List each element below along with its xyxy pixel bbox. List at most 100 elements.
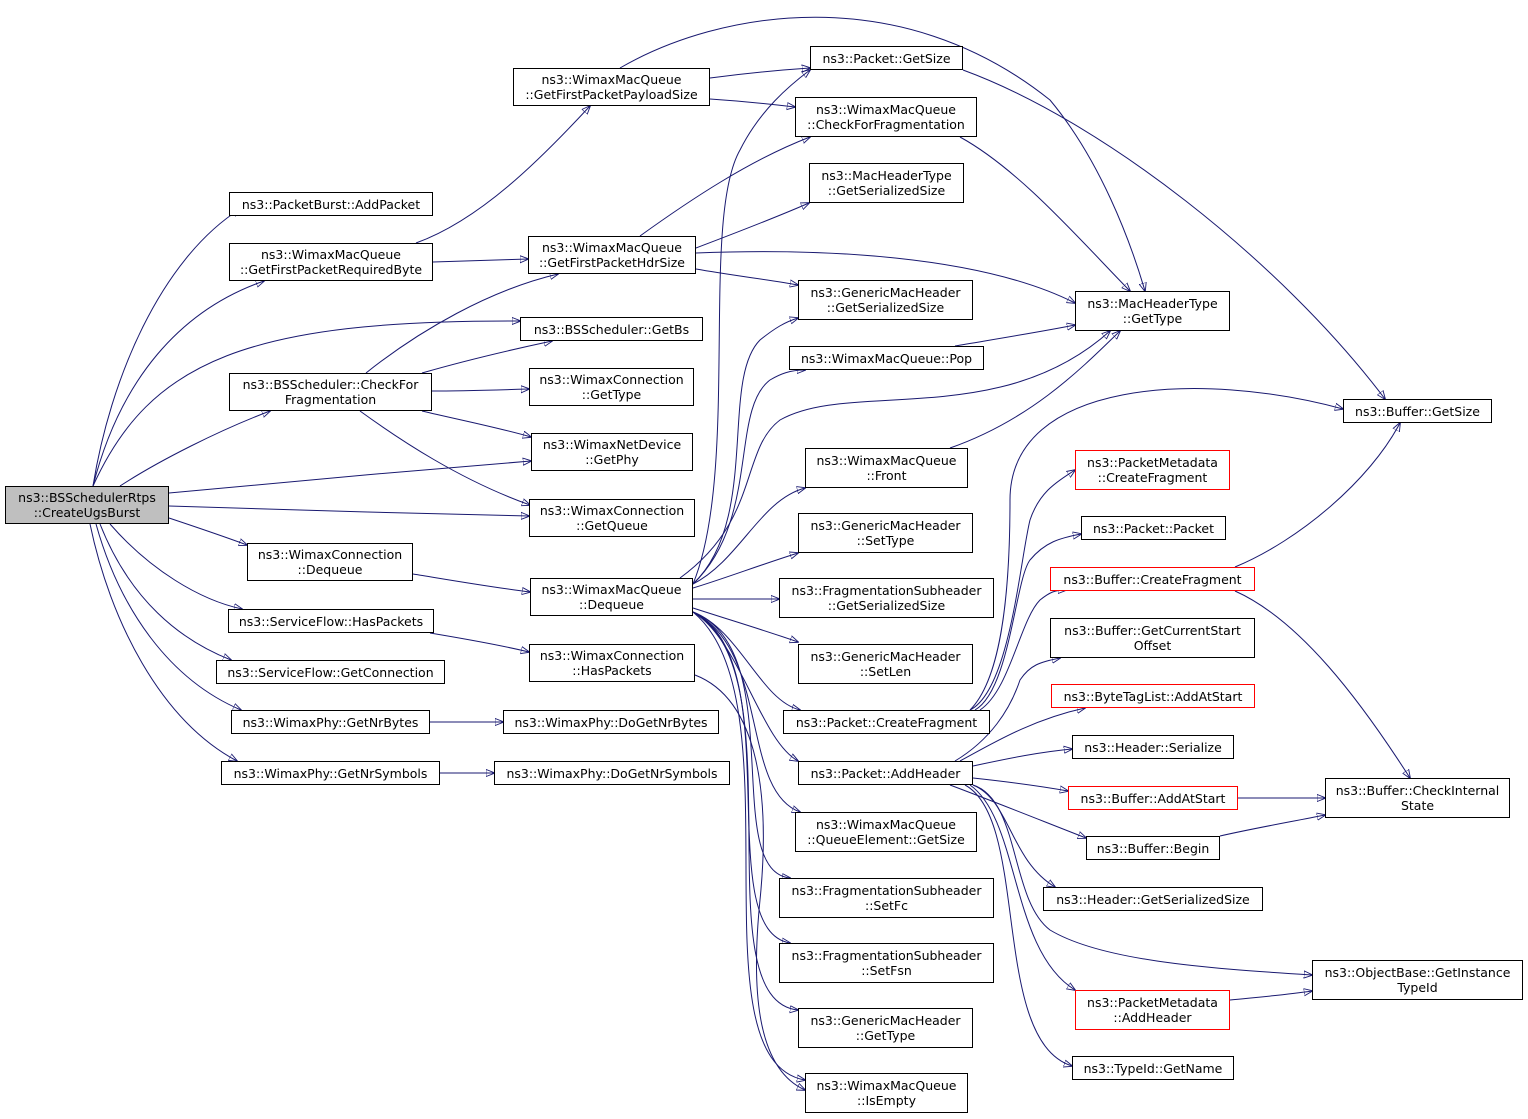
node-label-line: ns3::Header::Serialize [1084, 739, 1222, 755]
node-label-line: ::GetType [581, 387, 642, 402]
node-mht-gettype[interactable]: ns3::MacHeaderType ::GetType [1075, 291, 1230, 331]
edge-bss_checkforfragmentation-to-wmq_getfirstpackethdrsize [365, 274, 558, 374]
node-wc-getqueue[interactable]: ns3::WimaxConnection ::GetQueue [529, 499, 695, 537]
node-wmq-pop[interactable]: ns3::WimaxMacQueue::Pop [789, 346, 984, 370]
node-wp-dogetnrsymbols[interactable]: ns3::WimaxPhy::DoGetNrSymbols [494, 761, 730, 785]
node-label-line: ns3::ByteTagList::AddAtStart [1063, 688, 1243, 704]
node-label-line: ::GetPhy [585, 452, 639, 467]
edge-packet_addheader-to-pm_addheader [969, 784, 1075, 990]
edge-packet_getsize-to-buffer_getsize [962, 69, 1385, 399]
edge-packet_addheader-to-typeid_getname [964, 784, 1072, 1066]
node-packet-getsize[interactable]: ns3::Packet::GetSize [810, 46, 963, 70]
node-packet-addheader[interactable]: ns3::Packet::AddHeader [798, 761, 973, 785]
node-packet-createfragment[interactable]: ns3::Packet::CreateFragment [783, 710, 990, 734]
edge-wmq_getfirstpackethdrsize-to-gmh_getserializedsize [695, 268, 798, 285]
node-bss-checkforfragmentation[interactable]: ns3::BSScheduler::CheckFor Fragmentation [229, 373, 432, 411]
node-wp-getnrbytes[interactable]: ns3::WimaxPhy::GetNrBytes [231, 710, 430, 734]
node-buffer-createfragment[interactable]: ns3::Buffer::CreateFragment [1050, 567, 1255, 591]
node-label-line: ns3::BSScheduler::CheckFor [242, 377, 419, 392]
node-label-line: ns3::Buffer::CheckInternal [1335, 783, 1500, 798]
edge-packet_createfragment-to-buffer_createfragment [979, 590, 1066, 711]
node-label-line: ns3::FragmentationSubheader [791, 883, 982, 898]
edge-wmq_dequeue-to-gmh_gettype [692, 611, 798, 1010]
node-label-line: ::GetSerializedSize [826, 300, 945, 315]
node-ob-getinstancetypeid[interactable]: ns3::ObjectBase::GetInstance TypeId [1312, 960, 1523, 1000]
node-label-line: ns3::WimaxMacQueue::Pop [800, 350, 973, 366]
node-label-line: ns3::ServiceFlow::GetConnection [227, 664, 434, 680]
edge-buffer_createfragment-to-buffer_getsize [1234, 423, 1400, 568]
node-label-line: ns3::GenericMacHeader [810, 1013, 961, 1028]
edge-wmq_getfirstpackethdrsize-to-mht_gettype [695, 251, 1075, 303]
node-typeid-getname[interactable]: ns3::TypeId::GetName [1072, 1056, 1234, 1080]
node-wc-gettype[interactable]: ns3::WimaxConnection ::GetType [529, 368, 694, 406]
node-label-line: ::GetType [1122, 311, 1183, 326]
node-label-line: ::AddHeader [1113, 1010, 1192, 1025]
node-wnd-getphy[interactable]: ns3::WimaxNetDevice ::GetPhy [531, 433, 693, 471]
edge-wmq_dequeue-to-wmq_qe_getsize [692, 611, 800, 812]
node-gmh-setlen[interactable]: ns3::GenericMacHeader ::SetLen [798, 644, 973, 684]
node-label-line: ns3::ServiceFlow::HasPackets [238, 613, 424, 629]
node-buffer-checkinternalstate[interactable]: ns3::Buffer::CheckInternal State [1325, 778, 1510, 818]
edge-wmq_dequeue-to-wmq_pop [692, 370, 805, 585]
node-fs-setfc[interactable]: ns3::FragmentationSubheader ::SetFc [779, 878, 994, 918]
edge-wmq_dequeue-to-packet_getsize [692, 70, 810, 585]
edge-packet_createfragment-to-buffer_getsize [969, 388, 1343, 711]
node-label-line: ns3::Packet::Packet [1092, 520, 1215, 536]
node-packet-packet[interactable]: ns3::Packet::Packet [1081, 516, 1226, 540]
node-label-line: ns3::Buffer::GetCurrentStart [1064, 623, 1241, 638]
node-label-line: ::SetType [856, 533, 915, 548]
node-mht-getserializedsize[interactable]: ns3::MacHeaderType ::GetSerializedSize [809, 163, 964, 203]
node-header-serialize[interactable]: ns3::Header::Serialize [1072, 735, 1234, 759]
edge-wmq_dequeue-to-wmq_front [692, 488, 805, 585]
node-sf-getconnection[interactable]: ns3::ServiceFlow::GetConnection [216, 660, 445, 684]
node-label-line: ::Front [866, 468, 907, 483]
node-wmq-queueelement-getsize[interactable]: ns3::WimaxMacQueue ::QueueElement::GetSi… [795, 812, 977, 852]
edge-wmq_getfirstpacketpayloadsize-to-packet_getsize [709, 68, 810, 79]
node-label-line: ns3::WimaxPhy::GetNrSymbols [233, 765, 428, 781]
edge-wmq_dequeue-to-gmh_settype [692, 553, 798, 589]
node-wmq-getfirstpackethdrsize[interactable]: ns3::WimaxMacQueue ::GetFirstPacketHdrSi… [528, 236, 696, 274]
node-wmq-getfirstpacketrequiredbyte[interactable]: ns3::WimaxMacQueue ::GetFirstPacketRequi… [229, 243, 433, 281]
node-pm-createfragment[interactable]: ns3::PacketMetadata ::CreateFragment [1075, 450, 1230, 490]
node-wp-getnrsymbols[interactable]: ns3::WimaxPhy::GetNrSymbols [221, 761, 440, 785]
edge-pm_addheader-to-ob_getinstancetypeid [1229, 991, 1312, 1001]
edge-wmq_dequeue-to-packet_createfragment [692, 611, 800, 710]
node-label-line: ns3::ObjectBase::GetInstance [1324, 965, 1511, 980]
edge-wmq_dequeue-to-mht_gettype [679, 331, 1110, 579]
node-buffer-getsize[interactable]: ns3::Buffer::GetSize [1343, 399, 1492, 423]
node-pb-addpacket[interactable]: ns3::PacketBurst::AddPacket [229, 192, 433, 216]
node-buffer-begin[interactable]: ns3::Buffer::Begin [1086, 836, 1220, 860]
node-buffer-addatstart[interactable]: ns3::Buffer::AddAtStart [1068, 786, 1238, 810]
node-label-line: ns3::Buffer::GetSize [1355, 403, 1480, 419]
node-wmq-dequeue[interactable]: ns3::WimaxMacQueue ::Dequeue [530, 578, 693, 616]
node-gmh-settype[interactable]: ns3::GenericMacHeader ::SetType [798, 513, 973, 553]
node-wc-dequeue[interactable]: ns3::WimaxConnection ::Dequeue [247, 543, 413, 581]
node-label-line: ns3::PacketMetadata [1087, 995, 1218, 1010]
node-header-getserializedsize[interactable]: ns3::Header::GetSerializedSize [1043, 887, 1263, 911]
node-wmq-front[interactable]: ns3::WimaxMacQueue ::Front [805, 448, 968, 488]
node-gmh-gettype[interactable]: ns3::GenericMacHeader ::GetType [798, 1008, 973, 1048]
node-btl-addatstart[interactable]: ns3::ByteTagList::AddAtStart [1051, 684, 1255, 708]
node-fs-setfsn[interactable]: ns3::FragmentationSubheader ::SetFsn [779, 943, 994, 983]
node-label-line: ns3::BSScheduler::GetBs [533, 321, 690, 337]
node-label-line: TypeId [1397, 980, 1438, 995]
edge-bss_checkforfragmentation-to-wc_getqueue [359, 410, 530, 505]
node-wmq-isempty[interactable]: ns3::WimaxMacQueue ::IsEmpty [805, 1073, 968, 1113]
node-label-line: ns3::WimaxConnection [539, 503, 685, 518]
node-wp-dogetnrbytes[interactable]: ns3::WimaxPhy::DoGetNrBytes [503, 710, 719, 734]
node-fs-getserializedsize[interactable]: ns3::FragmentationSubheader ::GetSeriali… [779, 578, 994, 618]
node-pm-addheader[interactable]: ns3::PacketMetadata ::AddHeader [1075, 990, 1230, 1030]
node-label-line: ns3::WimaxPhy::DoGetNrBytes [514, 714, 708, 730]
node-wc-haspackets[interactable]: ns3::WimaxConnection ::HasPackets [529, 644, 695, 682]
node-bss-getbs[interactable]: ns3::BSScheduler::GetBs [520, 317, 703, 341]
node-label-line: ns3::WimaxMacQueue [816, 453, 957, 468]
node-sf-haspackets[interactable]: ns3::ServiceFlow::HasPackets [228, 609, 434, 633]
node-gmh-getserializedsize[interactable]: ns3::GenericMacHeader ::GetSerializedSiz… [798, 280, 973, 320]
node-buffer-getcurrentstartoffset[interactable]: ns3::Buffer::GetCurrentStart Offset [1050, 618, 1255, 658]
node-wmq-getfirstpacketpayloadsize[interactable]: ns3::WimaxMacQueue ::GetFirstPacketPaylo… [513, 68, 710, 106]
node-label-line: ::GetFirstPacketHdrSize [538, 255, 686, 270]
node-wmq-checkforfragmentation[interactable]: ns3::WimaxMacQueue ::CheckForFragmentati… [795, 97, 977, 137]
edge-wmq_checkforfragmentation-to-mht_gettype [959, 136, 1130, 291]
edge-packet_addheader-to-header_serialize [972, 749, 1072, 767]
